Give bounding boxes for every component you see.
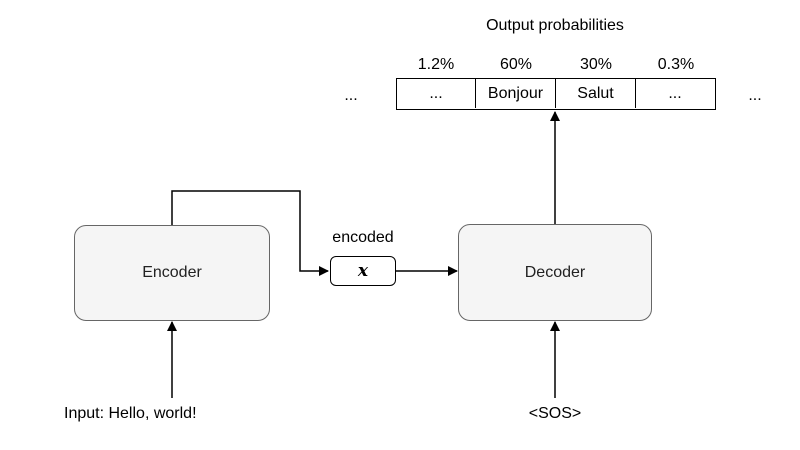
probability-label: 0.3%: [657, 56, 695, 73]
encoder-box: Encoder: [74, 225, 270, 321]
encoder-to-encoded-arrow: [171, 190, 329, 276]
decoder-box: Decoder: [458, 224, 652, 321]
token-cell: ...: [668, 84, 682, 102]
output-probabilities-title: Output probabilities: [486, 17, 624, 34]
token-cell: ...: [397, 79, 476, 108]
token-cell: Bonjour: [476, 79, 556, 108]
output-token-table: ... Bonjour Salut ...: [396, 78, 716, 110]
probability-label: 1.2%: [417, 56, 455, 73]
token-cell: Salut: [556, 79, 636, 108]
encoded-label: encoded: [332, 229, 394, 246]
encoder-label: Encoder: [142, 264, 202, 281]
right-ellipsis: ...: [748, 87, 762, 104]
decoder-label: Decoder: [524, 263, 586, 281]
sos-label: <SOS>: [528, 405, 582, 422]
left-ellipsis: ...: [344, 87, 358, 104]
encoded-symbol: x: [357, 261, 369, 281]
probability-label: 60%: [499, 56, 533, 73]
probability-label: 30%: [579, 56, 613, 73]
encoded-vector-box: x: [330, 256, 396, 286]
input-label: Input: Hello, world!: [64, 405, 197, 422]
